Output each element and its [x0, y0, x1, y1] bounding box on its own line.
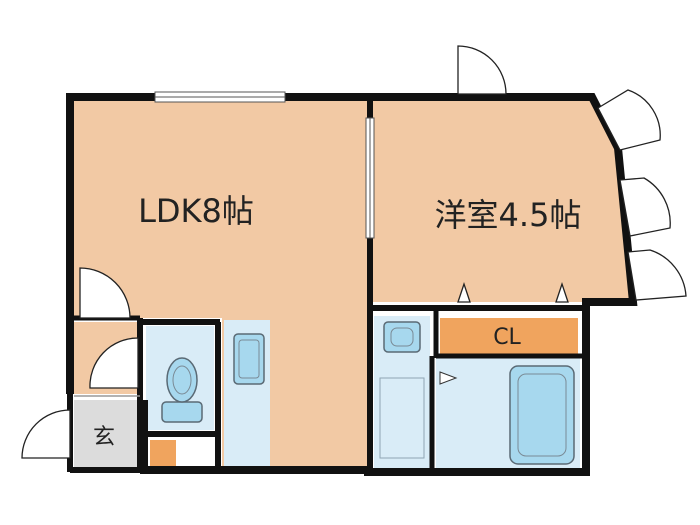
western-room-label: 洋室4.5帖: [435, 196, 582, 234]
door-toilet: [89, 337, 139, 389]
bath-entry-arrow: [439, 371, 458, 385]
door-right-1: [597, 89, 661, 151]
door-right-3: [627, 249, 687, 301]
western-room-floor: [372, 97, 633, 302]
laundry-space: [379, 377, 425, 459]
closet-door-marker-1: [457, 281, 471, 303]
labels: LDK8帖 洋室4.5帖 CL 玄: [93, 192, 581, 450]
closet-door-marker-2: [555, 281, 569, 303]
door-hall: [79, 267, 131, 319]
toilet-fixture: [161, 357, 203, 423]
ldk-floor: [70, 97, 368, 470]
door-entrance: [21, 409, 71, 459]
closet-label: CL: [493, 325, 521, 350]
entrance-floor: [74, 400, 138, 470]
door-top: [457, 45, 507, 95]
ldk-label: LDK8帖: [138, 192, 254, 230]
meter-box: [150, 440, 176, 468]
walls: [66, 91, 638, 476]
bathtub: [509, 365, 575, 465]
entrance-label: 玄: [93, 425, 115, 450]
door-right-2: [619, 177, 671, 237]
floors: [70, 97, 633, 470]
closet-floor: [440, 318, 578, 354]
outer-wall: [66, 93, 638, 476]
wash-basin: [383, 321, 421, 353]
kitchen-sink: [233, 333, 265, 385]
fixtures: [161, 321, 575, 465]
doors: [21, 45, 687, 459]
